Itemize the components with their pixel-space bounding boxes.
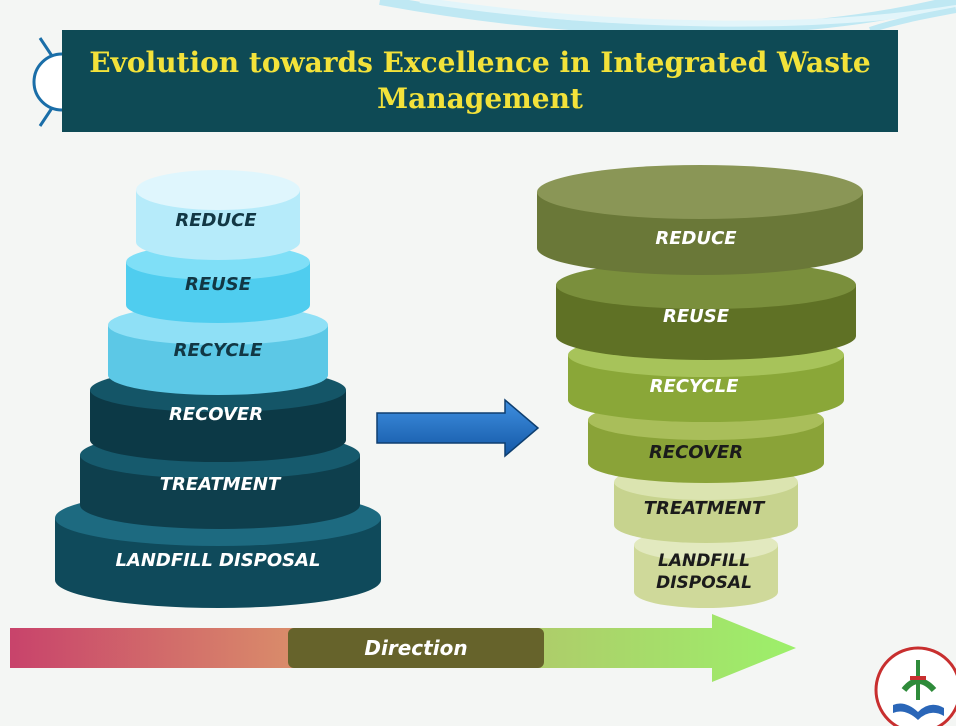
left-label-recycle: RECYCLE	[174, 340, 263, 361]
right-label-treatment: TREATMENT	[644, 498, 766, 519]
right-label-landfill-2: DISPOSAL	[656, 573, 752, 593]
title-line-1: Evolution towards Excellence in Integrat…	[89, 46, 871, 79]
title-line-2: Management	[377, 82, 583, 115]
right-label-recycle: RECYCLE	[650, 376, 739, 397]
left-label-treatment: TREATMENT	[160, 474, 282, 495]
left-tier-reduce: REDUCE	[136, 170, 300, 260]
direction-label-box	[288, 628, 544, 668]
right-label-reuse: REUSE	[663, 306, 730, 327]
left-label-landfill: LANDFILL DISPOSAL	[115, 550, 320, 571]
right-tier-reduce: REDUCE	[537, 165, 863, 275]
right-tier-reuse: REUSE	[556, 261, 856, 360]
left-label-reduce: REDUCE	[175, 210, 257, 231]
direction-label: Direction	[364, 636, 467, 660]
right-label-landfill-1: LANDFILL	[658, 551, 750, 571]
right-label-recover: RECOVER	[649, 442, 743, 463]
title-banner: Evolution towards Excellence in Integrat…	[62, 30, 898, 132]
left-label-recover: RECOVER	[169, 404, 263, 425]
left-label-reuse: REUSE	[185, 274, 252, 295]
right-label-reduce: REDUCE	[655, 228, 737, 249]
